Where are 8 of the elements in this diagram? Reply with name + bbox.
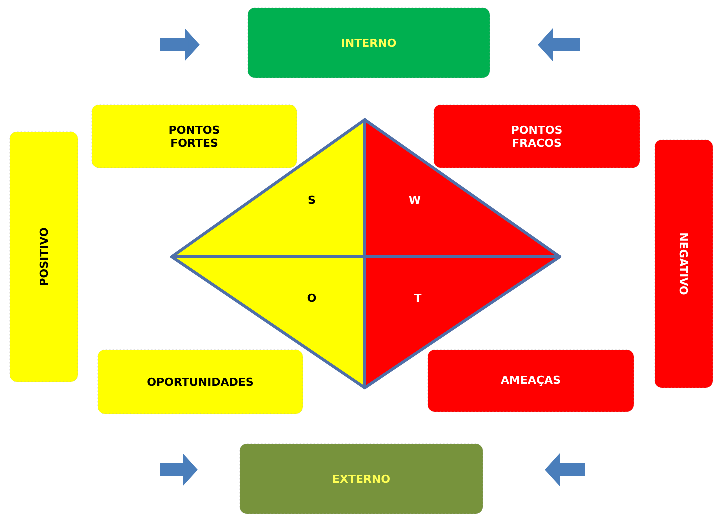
quadrant-label-box: OPORTUNIDADES: [98, 350, 304, 414]
quadrant-label-box: PONTOS FORTES: [92, 104, 298, 168]
category-box: INTERNO: [248, 8, 490, 78]
quadrant-label-box: PONTOS FRACOS: [434, 104, 640, 168]
quadrant-label-box: AMEAÇAS: [428, 350, 634, 412]
category-box: EXTERNO: [240, 444, 484, 514]
axis-label-box: NEGATIVO: [654, 140, 714, 388]
axis-label-box: POSITIVO: [10, 132, 78, 382]
